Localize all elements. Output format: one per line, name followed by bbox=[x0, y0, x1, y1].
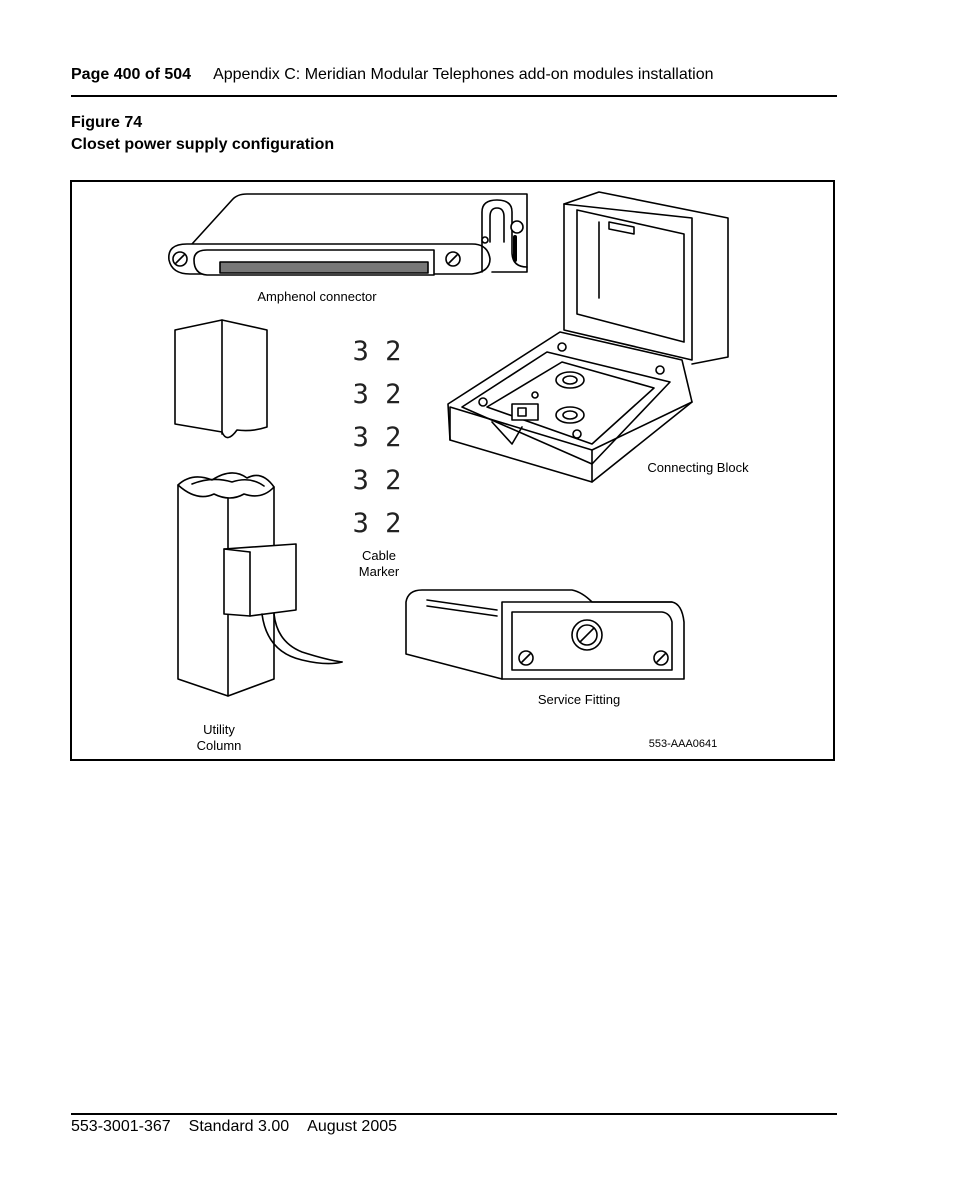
service-fitting-label: Service Fitting bbox=[538, 692, 620, 707]
marker-label: Marker bbox=[359, 564, 400, 579]
figure-id-label: 553-AAA0641 bbox=[649, 738, 718, 750]
connecting-block-label: Connecting Block bbox=[647, 460, 749, 475]
cable-marker-1: 3 2 bbox=[353, 336, 402, 367]
figure-frame: 3 2 3 2 3 2 3 2 3 2 Amphenol connector C… bbox=[70, 180, 835, 761]
service-fitting-drawing bbox=[405, 589, 685, 680]
utility-column-drawing bbox=[177, 472, 343, 697]
page-header: Page 400 of 504 Appendix C: Meridian Modu… bbox=[71, 66, 714, 84]
figure-illustration: 3 2 3 2 3 2 3 2 3 2 Amphenol connector C… bbox=[168, 191, 749, 753]
page-footer: 553-3001-367 Standard 3.00 August 2005 bbox=[71, 1118, 415, 1136]
cable-marker-3: 3 2 bbox=[353, 422, 402, 453]
utility-label: Utility bbox=[203, 722, 235, 737]
amphenol-connector-drawing bbox=[168, 193, 528, 276]
connecting-block-drawing bbox=[447, 191, 729, 483]
cable-marker-2: 3 2 bbox=[353, 379, 402, 410]
publication-date: August 2005 bbox=[307, 1118, 398, 1135]
folded-card-drawing bbox=[174, 319, 268, 439]
footer-rule bbox=[71, 1113, 837, 1115]
amphenol-connector-label: Amphenol connector bbox=[257, 289, 377, 304]
figure-caption: Closet power supply configuration bbox=[71, 136, 335, 153]
cable-marker-4: 3 2 bbox=[353, 465, 402, 496]
page-number: Page 400 of 504 bbox=[71, 66, 192, 83]
cable-marker-5: 3 2 bbox=[353, 508, 402, 539]
section-title: Appendix C: Meridian Modular Telephones … bbox=[213, 66, 714, 83]
column-label: Column bbox=[197, 738, 242, 753]
figure-number: Figure 74 bbox=[71, 114, 143, 131]
standard-version: Standard 3.00 bbox=[188, 1118, 290, 1135]
cable-label: Cable bbox=[362, 548, 396, 563]
doc-number: 553-3001-367 bbox=[71, 1118, 171, 1135]
header-rule bbox=[71, 95, 837, 97]
